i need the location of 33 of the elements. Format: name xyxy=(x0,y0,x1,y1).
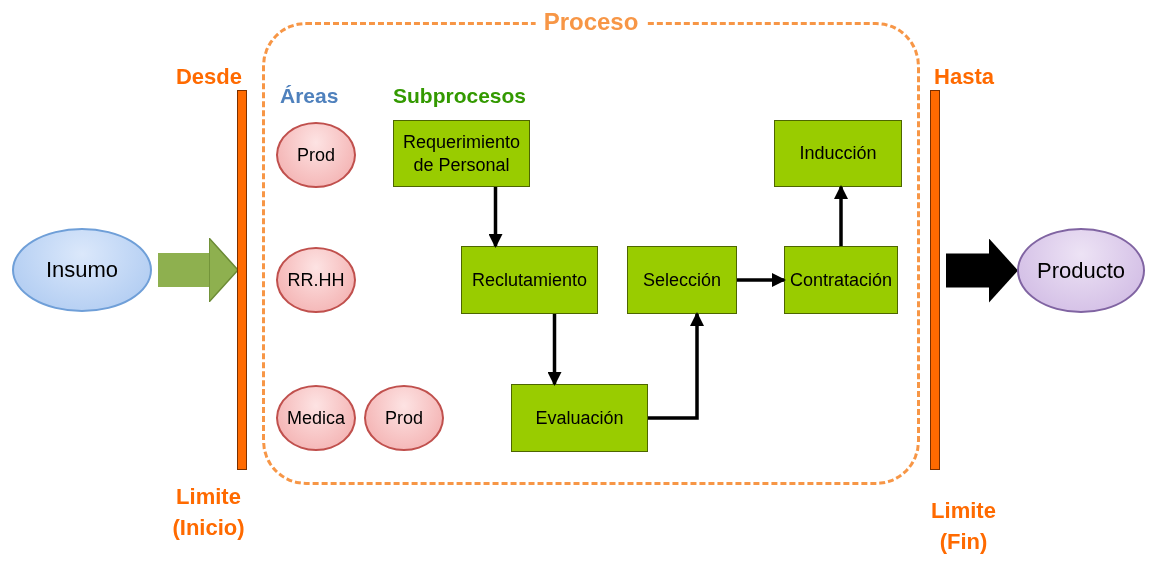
subprocess-box xyxy=(461,246,598,314)
boundary-bar xyxy=(237,90,247,470)
subprocess-box xyxy=(774,120,902,187)
subprocess-box xyxy=(627,246,737,314)
boundary-label: Limite (Fin) xyxy=(930,497,997,556)
node-label: Reclutamiento xyxy=(471,268,588,292)
arrow xyxy=(158,237,239,303)
arrow xyxy=(648,312,704,420)
subprocess-box xyxy=(393,120,530,187)
section-heading: Áreas xyxy=(280,84,339,108)
section-heading: Subprocesos xyxy=(393,84,527,108)
node-label: Insumo xyxy=(45,257,119,283)
boundary-label: Desde xyxy=(174,63,243,91)
node-label: Evaluación xyxy=(535,406,624,430)
node-label: Selección xyxy=(642,268,721,292)
arrow xyxy=(946,238,1018,303)
node-label: Requerimiento de Personal xyxy=(401,131,522,176)
subprocess-box xyxy=(511,384,648,452)
node-label: Producto xyxy=(1036,257,1126,284)
boundary-label: Hasta xyxy=(933,63,995,91)
arrow xyxy=(488,187,503,248)
arrow xyxy=(547,314,562,386)
node-label: Prod xyxy=(297,144,335,166)
node-label: Contratación xyxy=(789,268,893,292)
arrow xyxy=(834,185,848,246)
node-label: RR.HH xyxy=(287,269,345,291)
boundary-bar xyxy=(930,90,940,470)
boundary-label: Limite (Inicio) xyxy=(171,483,246,542)
node-label: Prod xyxy=(385,407,423,429)
node-label: Medica xyxy=(287,407,345,429)
arrow xyxy=(737,273,786,287)
subprocess-box xyxy=(784,246,898,314)
node-label: Inducción xyxy=(799,142,877,165)
